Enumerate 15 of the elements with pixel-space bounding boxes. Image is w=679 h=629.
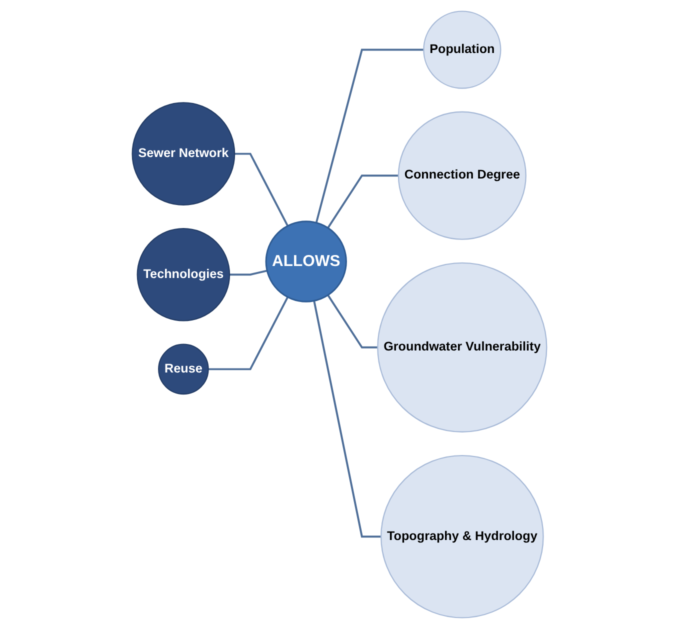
node-circle: ALLOWS — [265, 220, 347, 302]
connector — [230, 270, 268, 276]
node-circle: Population — [423, 10, 502, 89]
connector — [208, 296, 289, 370]
node-circle: Groundwater Vulnerability — [377, 262, 548, 432]
connector — [313, 300, 382, 538]
connector — [315, 48, 424, 224]
node-circle: Technologies — [136, 228, 230, 322]
connector — [234, 152, 289, 226]
node-circle: Sewer Network — [132, 102, 236, 206]
node-circle: Connection Degree — [398, 111, 526, 240]
node-circle: Topography & Hydrology — [380, 454, 544, 618]
connector — [327, 174, 398, 228]
node-circle: Reuse — [158, 344, 209, 395]
connector — [327, 294, 378, 348]
